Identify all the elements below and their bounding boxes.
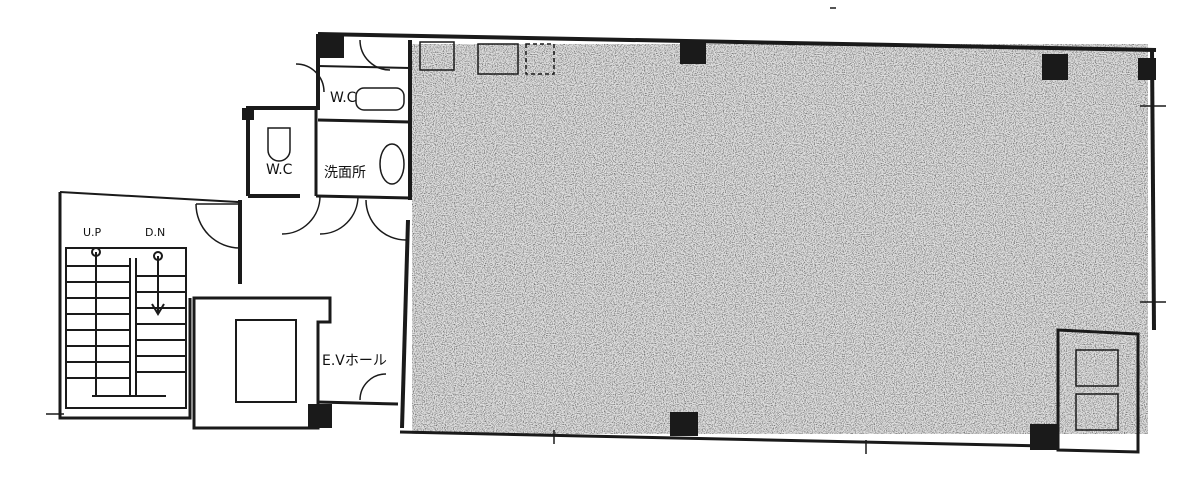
walls: [192, 32, 1157, 454]
stair-down-label: D.N: [145, 226, 166, 239]
washroom-label: 洗面所: [324, 165, 366, 181]
fixtures: [267, 41, 1119, 431]
wc-upper-label: W.C: [330, 90, 357, 106]
columns: [242, 34, 1156, 450]
stair-block: [58, 191, 239, 420]
office-area: [412, 44, 1148, 434]
doors: [195, 39, 407, 401]
dimension-ticks: [46, 7, 1166, 454]
ev-hall-label: E.Vホール: [322, 353, 387, 369]
stair-up-label: U.P: [83, 226, 102, 239]
wc-lower-label: W.C: [266, 162, 293, 178]
